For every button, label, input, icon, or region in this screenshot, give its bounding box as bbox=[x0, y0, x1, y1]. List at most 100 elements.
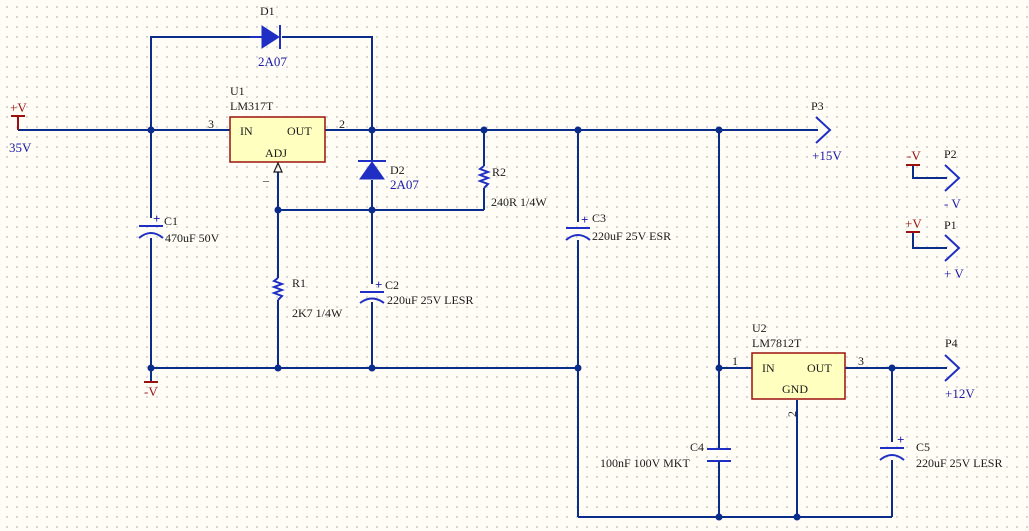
u2-pin-in: IN bbox=[762, 361, 775, 375]
p2-designator: P2 bbox=[944, 147, 957, 161]
junction-dot bbox=[480, 126, 488, 134]
u2-pin-num-gnd: 2 bbox=[785, 411, 799, 417]
u2-designator: U2 bbox=[752, 321, 767, 335]
u1-part: LM317T bbox=[230, 99, 274, 113]
p1-designator: P1 bbox=[944, 218, 957, 232]
c4-value: 100nF 100V MKT bbox=[600, 456, 690, 470]
junction-dot bbox=[368, 364, 376, 372]
d2-designator: D2 bbox=[390, 163, 405, 177]
u1-adj-mark: – bbox=[262, 173, 270, 187]
port-p1[interactable]: +V P1 + V bbox=[905, 216, 964, 281]
resistor-icon bbox=[271, 277, 285, 301]
port-arrow-icon bbox=[815, 116, 832, 144]
p3-label: +15V bbox=[812, 148, 842, 163]
wire-p1 bbox=[912, 232, 947, 249]
junction-dot bbox=[888, 364, 896, 372]
c2-designator: C2 bbox=[385, 278, 399, 292]
u2-pin-num-out: 3 bbox=[858, 354, 864, 368]
c5-designator: C5 bbox=[916, 440, 930, 454]
vin-value-label: 35V bbox=[9, 140, 32, 155]
u2-pin-gnd: GND bbox=[782, 382, 808, 396]
c1-designator: C1 bbox=[164, 214, 178, 228]
plus-icon: + bbox=[153, 211, 160, 226]
regulator-u2[interactable]: U2 LM7812T IN OUT GND 1 3 2 bbox=[732, 321, 864, 417]
capacitor-c4[interactable]: C4 100nF 100V MKT bbox=[600, 440, 731, 470]
resistor-r1[interactable]: R1 2K7 1/4W bbox=[271, 276, 343, 320]
wire-d1-left bbox=[150, 36, 258, 130]
u1-body bbox=[229, 116, 326, 163]
wire-p2 bbox=[912, 165, 947, 179]
gnd-net-label: -V bbox=[144, 384, 158, 399]
port-p3[interactable]: P3 +15V bbox=[811, 99, 842, 163]
junction-dot bbox=[368, 206, 376, 214]
port-arrow-icon bbox=[944, 234, 961, 262]
u1-pin-out: OUT bbox=[287, 124, 312, 138]
regulator-u1[interactable]: U1 LM317T IN OUT ADJ 3 2 – bbox=[208, 84, 345, 187]
u1-pin-in: IN bbox=[240, 124, 253, 138]
c3-designator: C3 bbox=[592, 211, 606, 225]
d1-value: 2A07 bbox=[258, 54, 287, 69]
p2-label: - V bbox=[944, 196, 961, 211]
p1-label: + V bbox=[944, 266, 964, 281]
diode-d1[interactable]: D1 2A07 bbox=[250, 4, 287, 69]
capacitor-c2[interactable]: + C2 220uF 25V LESR bbox=[359, 277, 473, 307]
u2-pin-num-in: 1 bbox=[732, 354, 738, 368]
port-arrow-icon bbox=[944, 354, 961, 382]
r2-value: 240R 1/4W bbox=[491, 195, 547, 209]
capacitor-c1[interactable]: + C1 470uF 50V bbox=[138, 211, 220, 245]
junction-dot bbox=[274, 364, 282, 372]
polarized-capacitor-icon bbox=[565, 234, 591, 241]
u1-pin-num-in: 3 bbox=[208, 117, 214, 131]
port-arrow-icon bbox=[944, 164, 961, 192]
adj-arrow-icon bbox=[273, 161, 283, 173]
junction-dot bbox=[793, 513, 801, 521]
junction-dot bbox=[147, 364, 155, 372]
plus-icon: + bbox=[897, 432, 904, 447]
power-port-vin[interactable]: +V 35V bbox=[9, 100, 32, 155]
polarized-capacitor-icon bbox=[138, 232, 164, 239]
u1-designator: U1 bbox=[230, 84, 245, 98]
junctions bbox=[147, 126, 896, 521]
u1-pin-num-out: 2 bbox=[339, 117, 345, 131]
junction-dot bbox=[574, 364, 582, 372]
p3-designator: P3 bbox=[811, 99, 824, 113]
c2-value: 220uF 25V LESR bbox=[387, 293, 473, 307]
wire-d1-right bbox=[282, 36, 373, 130]
r2-designator: R2 bbox=[492, 165, 506, 179]
u2-pin-out: OUT bbox=[807, 361, 832, 375]
c4-designator: C4 bbox=[690, 440, 704, 454]
u2-part: LM7812T bbox=[752, 336, 802, 350]
junction-dot bbox=[574, 126, 582, 134]
p4-label: +12V bbox=[945, 386, 975, 401]
capacitor-c3[interactable]: + C3 220uF 25V ESR bbox=[565, 211, 671, 243]
resistor-icon bbox=[477, 165, 491, 189]
resistor-r2[interactable]: R2 240R 1/4W bbox=[477, 165, 547, 209]
junction-dot bbox=[715, 364, 723, 372]
wires bbox=[18, 36, 947, 518]
p4-designator: P4 bbox=[945, 336, 958, 350]
u1-pin-adj: ADJ bbox=[265, 146, 287, 160]
port-p4[interactable]: P4 +12V bbox=[944, 336, 975, 401]
d1-designator: D1 bbox=[260, 4, 275, 18]
p2-net: -V bbox=[907, 148, 921, 163]
r1-designator: R1 bbox=[292, 276, 306, 290]
junction-dot bbox=[715, 513, 723, 521]
junction-dot bbox=[715, 126, 723, 134]
c5-value: 220uF 25V LESR bbox=[916, 456, 1002, 470]
junction-dot bbox=[368, 126, 376, 134]
u2-body bbox=[751, 352, 846, 400]
c1-value: 470uF 50V bbox=[165, 231, 220, 245]
junction-dot bbox=[274, 206, 282, 214]
power-port-gnd[interactable]: -V bbox=[144, 381, 158, 399]
plus-icon: + bbox=[375, 277, 382, 292]
diode-icon bbox=[261, 25, 280, 49]
junction-dot bbox=[147, 126, 155, 134]
vin-net-label: +V bbox=[10, 100, 27, 115]
r1-value: 2K7 1/4W bbox=[292, 306, 343, 320]
capacitor-c5[interactable]: + C5 220uF 25V LESR bbox=[879, 432, 1002, 470]
port-p2[interactable]: -V P2 - V bbox=[906, 147, 961, 211]
diode-d2[interactable]: D2 2A07 bbox=[358, 160, 419, 192]
plus-icon: + bbox=[581, 212, 588, 227]
polarized-capacitor-icon bbox=[879, 454, 905, 461]
